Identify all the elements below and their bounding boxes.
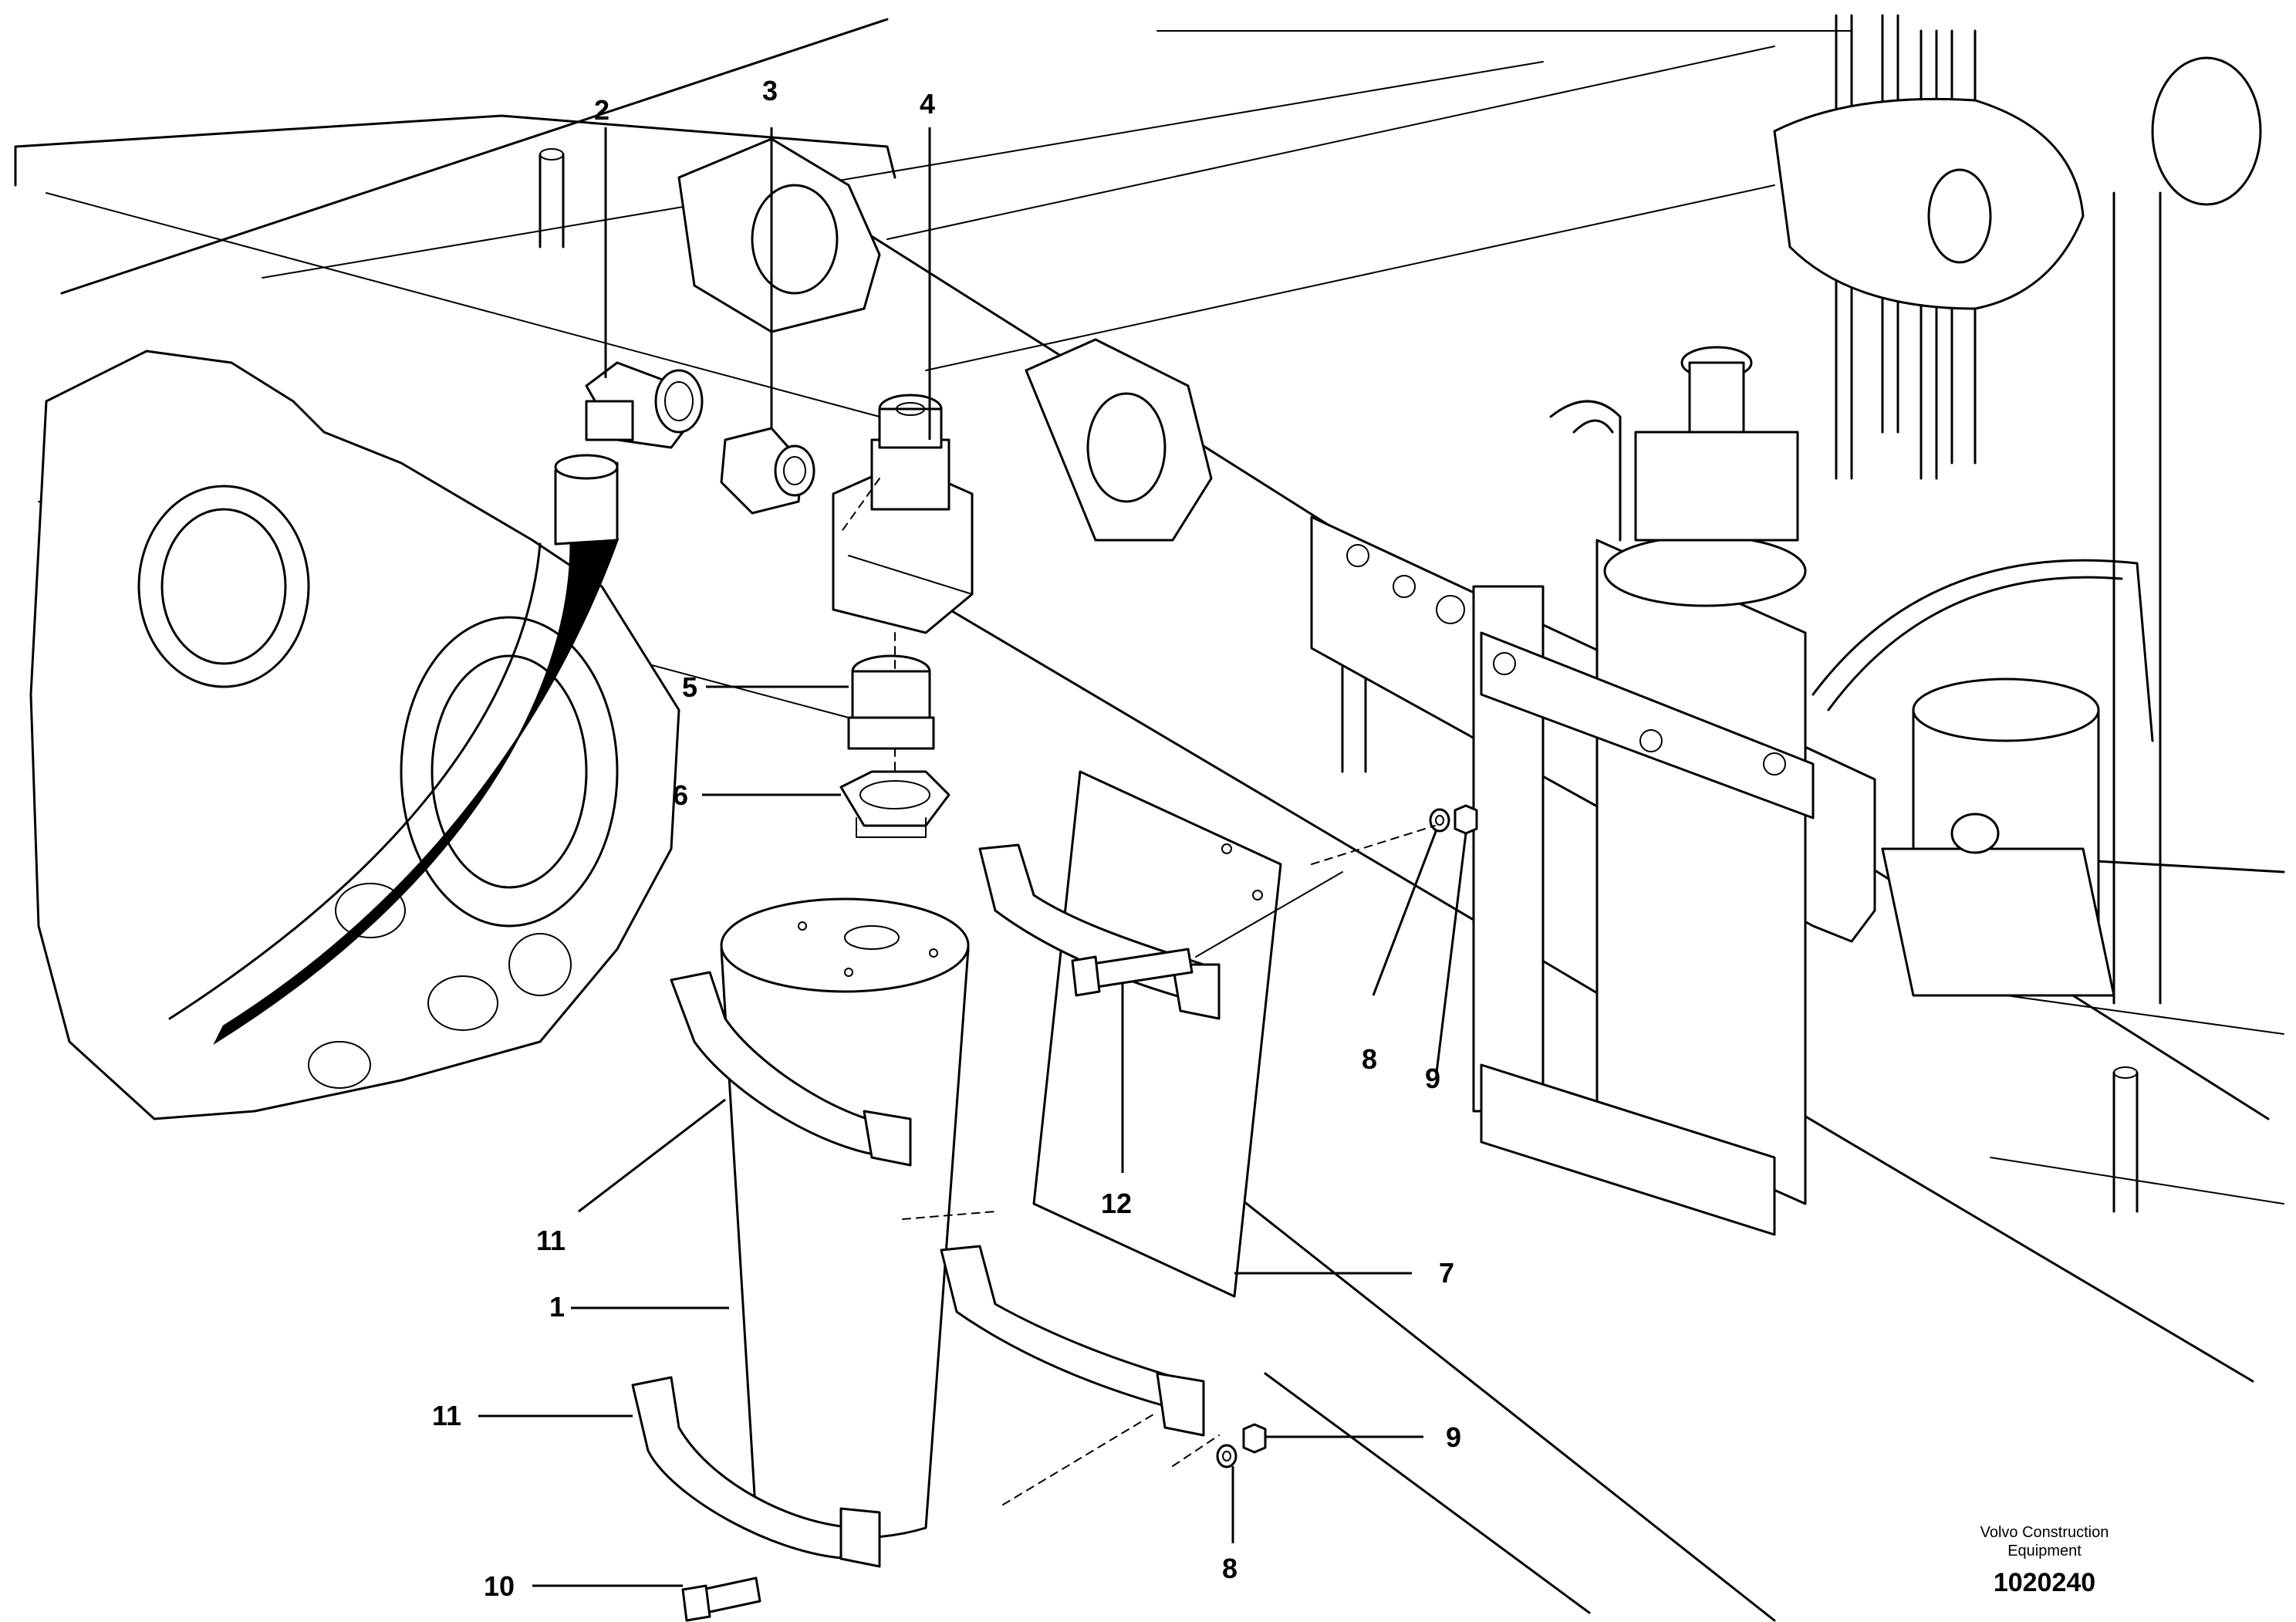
part-9-nut-lower <box>1242 1423 1267 1454</box>
callout-10: 10 <box>484 1570 515 1602</box>
hose <box>168 454 620 1046</box>
part-10-bolt <box>681 1576 761 1622</box>
installed-accumulator-assembly <box>1310 346 1876 1236</box>
callout-11-lower: 11 <box>432 1400 461 1431</box>
callout-1: 1 <box>549 1291 565 1323</box>
part-9-nut-upper <box>1454 804 1478 835</box>
chassis-frame <box>14 14 2285 1622</box>
callout-9-lower: 9 <box>1446 1421 1461 1453</box>
part-6-nut <box>839 770 950 838</box>
callout-4: 4 <box>920 88 935 120</box>
callout-3: 3 <box>762 75 778 106</box>
credit-line-1: Volvo Construction <box>1980 1524 2109 1541</box>
callout-8-lower: 8 <box>1222 1553 1237 1584</box>
document-number: 1020240 <box>1994 1568 2095 1597</box>
part-2-elbow-fitting <box>585 361 704 449</box>
callout-2: 2 <box>594 94 609 126</box>
callout-8-upper: 8 <box>1362 1043 1377 1075</box>
part-12-bolt <box>1071 871 1343 997</box>
callout-5: 5 <box>682 671 697 703</box>
assembly-guides <box>840 478 1436 1505</box>
part-11-clamp-on-plate-lower <box>940 1245 1205 1437</box>
callout-9-upper: 9 <box>1425 1063 1440 1094</box>
part-8-washer-lower <box>1216 1444 1237 1468</box>
part-11-clamp-lower <box>631 1376 881 1568</box>
part-7-bracket-plate <box>1032 770 1282 1298</box>
credit-line-2: Equipment <box>2007 1543 2082 1559</box>
part-3-adaptor <box>720 427 815 515</box>
part-5-fitting <box>847 654 935 750</box>
part-8-washer-upper <box>1429 808 1450 833</box>
callout-6: 6 <box>673 779 688 811</box>
callout-12: 12 <box>1101 1188 1132 1219</box>
part-4-valve <box>832 394 974 634</box>
callout-11-upper: 11 <box>536 1225 566 1256</box>
callout-leaders <box>478 127 1467 1587</box>
part-11-clamp-upper <box>670 971 912 1167</box>
credit-block: Volvo Construction Equipment 1020240 <box>1980 1524 2109 1597</box>
callout-labels: 2 3 4 5 6 11 1 12 7 8 9 9 8 11 10 <box>432 75 1461 1602</box>
part-1-accumulator <box>720 897 970 1539</box>
callout-7: 7 <box>1439 1257 1454 1289</box>
